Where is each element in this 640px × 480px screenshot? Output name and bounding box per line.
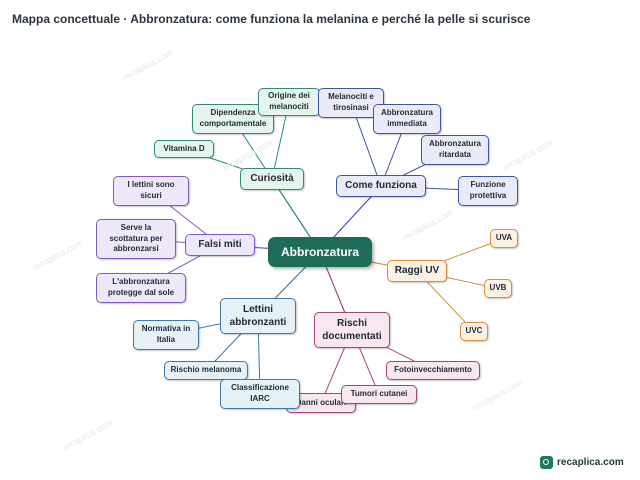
branch-come-funziona[interactable]: Come funziona <box>336 175 426 197</box>
brand-name: recaplica.com <box>557 457 624 468</box>
leaf-origine-dei-melanociti[interactable]: Origine dei melanociti <box>258 88 320 116</box>
leaf-uva[interactable]: UVA <box>490 229 518 248</box>
leaf-fotoinvecchiamento[interactable]: Fotoinvecchiamento <box>386 361 480 380</box>
leaf-abbronzatura-protegge[interactable]: L'abbronzatura protegge dal sole <box>96 273 186 303</box>
leaf-uvc[interactable]: UVC <box>460 322 488 341</box>
branch-raggi-uv[interactable]: Raggi UV <box>387 260 447 282</box>
page-title: Mappa concettuale · Abbronzatura: come f… <box>12 12 531 26</box>
leaf-classificazione-iarc[interactable]: Classificazione IARC <box>220 379 300 409</box>
branch-curiosita[interactable]: Curiosità <box>240 168 304 190</box>
leaf-lettini-sono-sicuri[interactable]: I lettini sono sicuri <box>113 176 189 206</box>
central-topic[interactable]: Abbronzatura <box>268 237 372 267</box>
leaf-vitamina-d[interactable]: Vitamina D <box>154 140 214 158</box>
leaf-abbronzatura-ritardata[interactable]: Abbronzatura ritardata <box>421 135 489 165</box>
leaf-uvb[interactable]: UVB <box>484 279 512 298</box>
leaf-serve-la-scottatura[interactable]: Serve la scottatura per abbronzarsi <box>96 219 176 259</box>
branch-falsi-miti[interactable]: Falsi miti <box>185 234 255 256</box>
leaf-normativa-in-italia[interactable]: Normativa in Italia <box>133 320 199 350</box>
branch-lettini-abbronzanti[interactable]: Lettini abbronzanti <box>220 298 296 334</box>
brand-logo[interactable]: recaplica.com <box>540 456 624 469</box>
leaf-tumori-cutanei[interactable]: Tumori cutanei <box>341 385 417 404</box>
branch-rischi-documentati[interactable]: Rischi documentati <box>314 312 390 348</box>
leaf-funzione-protettiva[interactable]: Funzione protettiva <box>458 176 518 206</box>
leaf-rischio-melanoma[interactable]: Rischio melanoma <box>164 361 248 380</box>
leaf-abbronzatura-immediata[interactable]: Abbronzatura immediata <box>373 104 441 134</box>
brand-icon <box>540 456 553 469</box>
